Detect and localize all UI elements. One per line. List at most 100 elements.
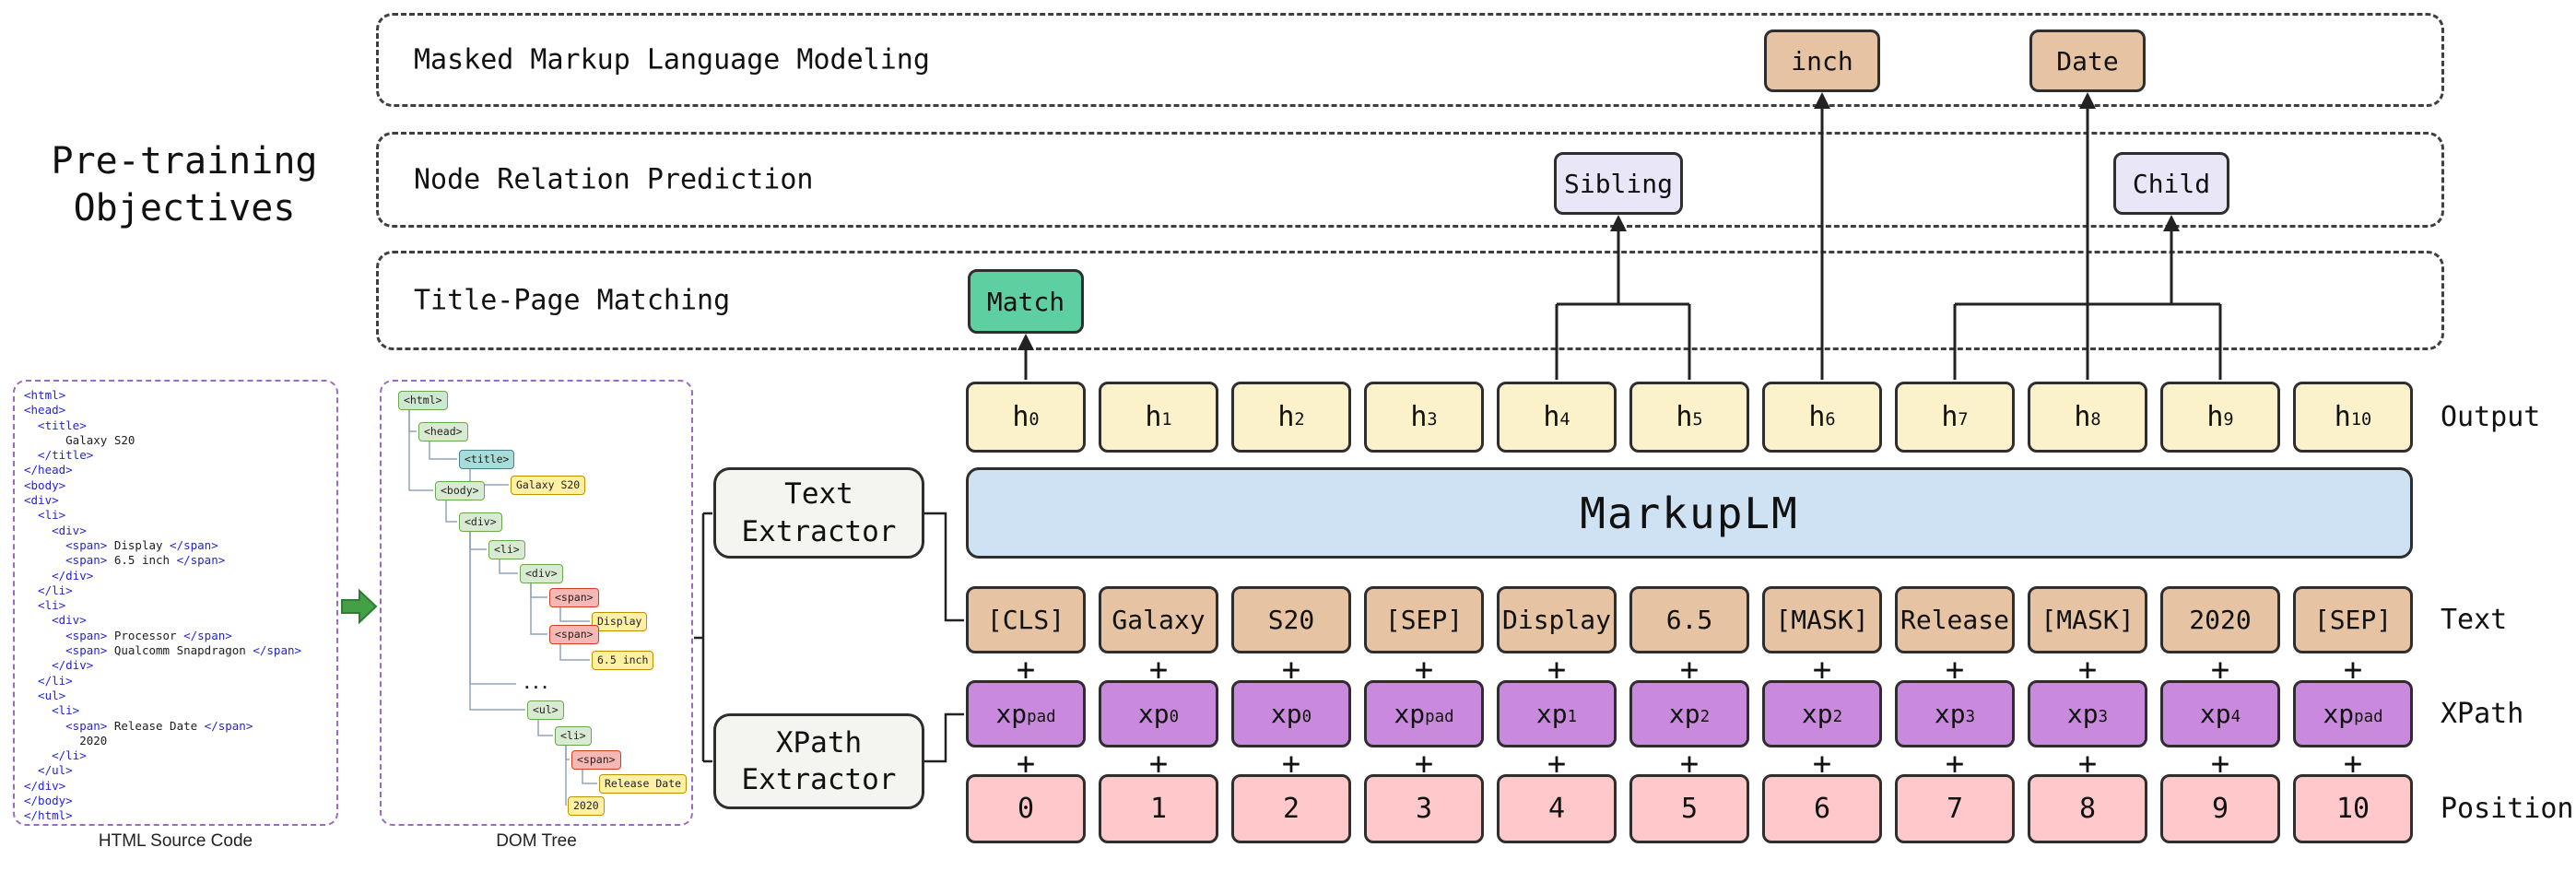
plus-icon: + [1812,652,1832,689]
dom-tree-node: <span> [571,750,621,770]
dom-tree-node: <title> [459,450,515,469]
position-id-cell: 1 [1099,774,1218,843]
dom-tree-node: <head> [418,422,468,441]
dom-tree-node: <li> [488,540,525,559]
plus-icon: + [2077,746,2098,783]
position-id-cell: 3 [1364,774,1484,843]
plus-icon: + [2343,652,2363,689]
code-line: </div> [24,778,66,793]
plus-icon: + [1679,652,1700,689]
xpath-extractor-line2: Extractor [741,763,897,796]
dom-tree-nodes: <html><head><title>Galaxy S20<body><div>… [382,382,691,824]
dom-tree-node: Release Date [599,774,688,794]
dom-tree-edge [537,719,553,736]
code-line: <div> [24,493,59,508]
text-extractor-line2: Extractor [741,514,897,548]
pretraining-objectives-title: Pre-training Objectives [26,138,343,232]
plus-icon: + [1812,746,1832,783]
code-line: Galaxy S20 [24,432,135,447]
dom-tree-edge [499,559,518,574]
plus-icon: + [1016,746,1036,783]
position-id-cell: 0 [966,774,1086,843]
dom-tree-panel: <html><head><title>Galaxy S20<body><div>… [380,380,693,826]
code-line: </html> [24,808,73,823]
text-token-cell: Display [1497,586,1617,653]
dom-tree-node: Display [592,612,648,631]
plus-icon: + [1945,652,1965,689]
plus-icon: + [2343,746,2363,783]
plus-icon: + [1414,746,1434,783]
position-id-cell: 5 [1629,774,1749,843]
match-chip: Match [968,269,1084,334]
dom-tree-edge [559,606,590,622]
code-line: <span> Display </span> [24,537,218,552]
plus-icon: + [1016,652,1036,689]
text-row-label: Text [2441,604,2508,636]
dom-tree-node: ... [523,675,549,692]
code-line: </head> [24,463,73,477]
dom-tree-node: <span> [549,625,599,644]
dom-tree-node: <body> [435,481,485,500]
code-line: </title> [24,448,94,463]
predicted-token-chip-inch: inch [1764,29,1880,92]
plus-row-text-xpath: +++++++++++ [966,652,2413,689]
code-line: <head> [24,403,66,418]
dom-tree-caption: DOM Tree [496,831,577,851]
text-extractor-to-text-row [924,512,964,622]
xpath-extractor-box: XPath Extractor [713,713,924,809]
pretraining-title-line1: Pre-training [51,140,318,182]
position-id-cell: 4 [1497,774,1617,843]
text-token-cell: [MASK] [1762,586,1882,653]
code-line: </li> [24,583,73,597]
text-token-cell: Release [1895,586,2015,653]
xpath-extractor-line1: XPath [775,725,863,759]
dom-tree-node: <li> [555,726,592,746]
code-line: <span> 6.5 inch </span> [24,553,226,568]
dom-tree-edge [408,409,433,491]
text-token-cell: S20 [1231,586,1351,653]
plus-icon: + [2077,652,2098,689]
text-token-cell: [SEP] [2293,586,2413,653]
output-row-label: Output [2441,401,2541,433]
dom-tree-node: Galaxy S20 [511,476,586,495]
html-source-code-caption: HTML Source Code [98,831,253,851]
dom-tree-node: <span> [549,588,599,607]
dom-tree-edge [530,583,547,635]
text-token-cell: 2020 [2160,586,2280,653]
code-line: </ul> [24,763,73,778]
code-line: 2020 [24,733,108,747]
code-line: <li> [24,508,66,523]
dom-tree-node: <div> [520,564,563,583]
dom-tree-edge [469,531,525,711]
code-line: </body> [24,794,73,808]
code-line: <span> Processor </span> [24,628,232,642]
plus-icon: + [1281,746,1301,783]
dom-tree-edges [408,409,597,806]
pretraining-title-line2: Objectives [73,187,296,230]
code-line: <html> [24,388,66,402]
objective-label-nrp: Node Relation Prediction [414,163,814,196]
position-id-cell: 10 [2293,774,2413,843]
objective-label-mmlm: Masked Markup Language Modeling [414,43,930,77]
dom-tree-edge [559,643,590,661]
code-line: <li> [24,703,80,718]
code-line: </li> [24,673,73,688]
code-line: <body> [24,477,66,492]
